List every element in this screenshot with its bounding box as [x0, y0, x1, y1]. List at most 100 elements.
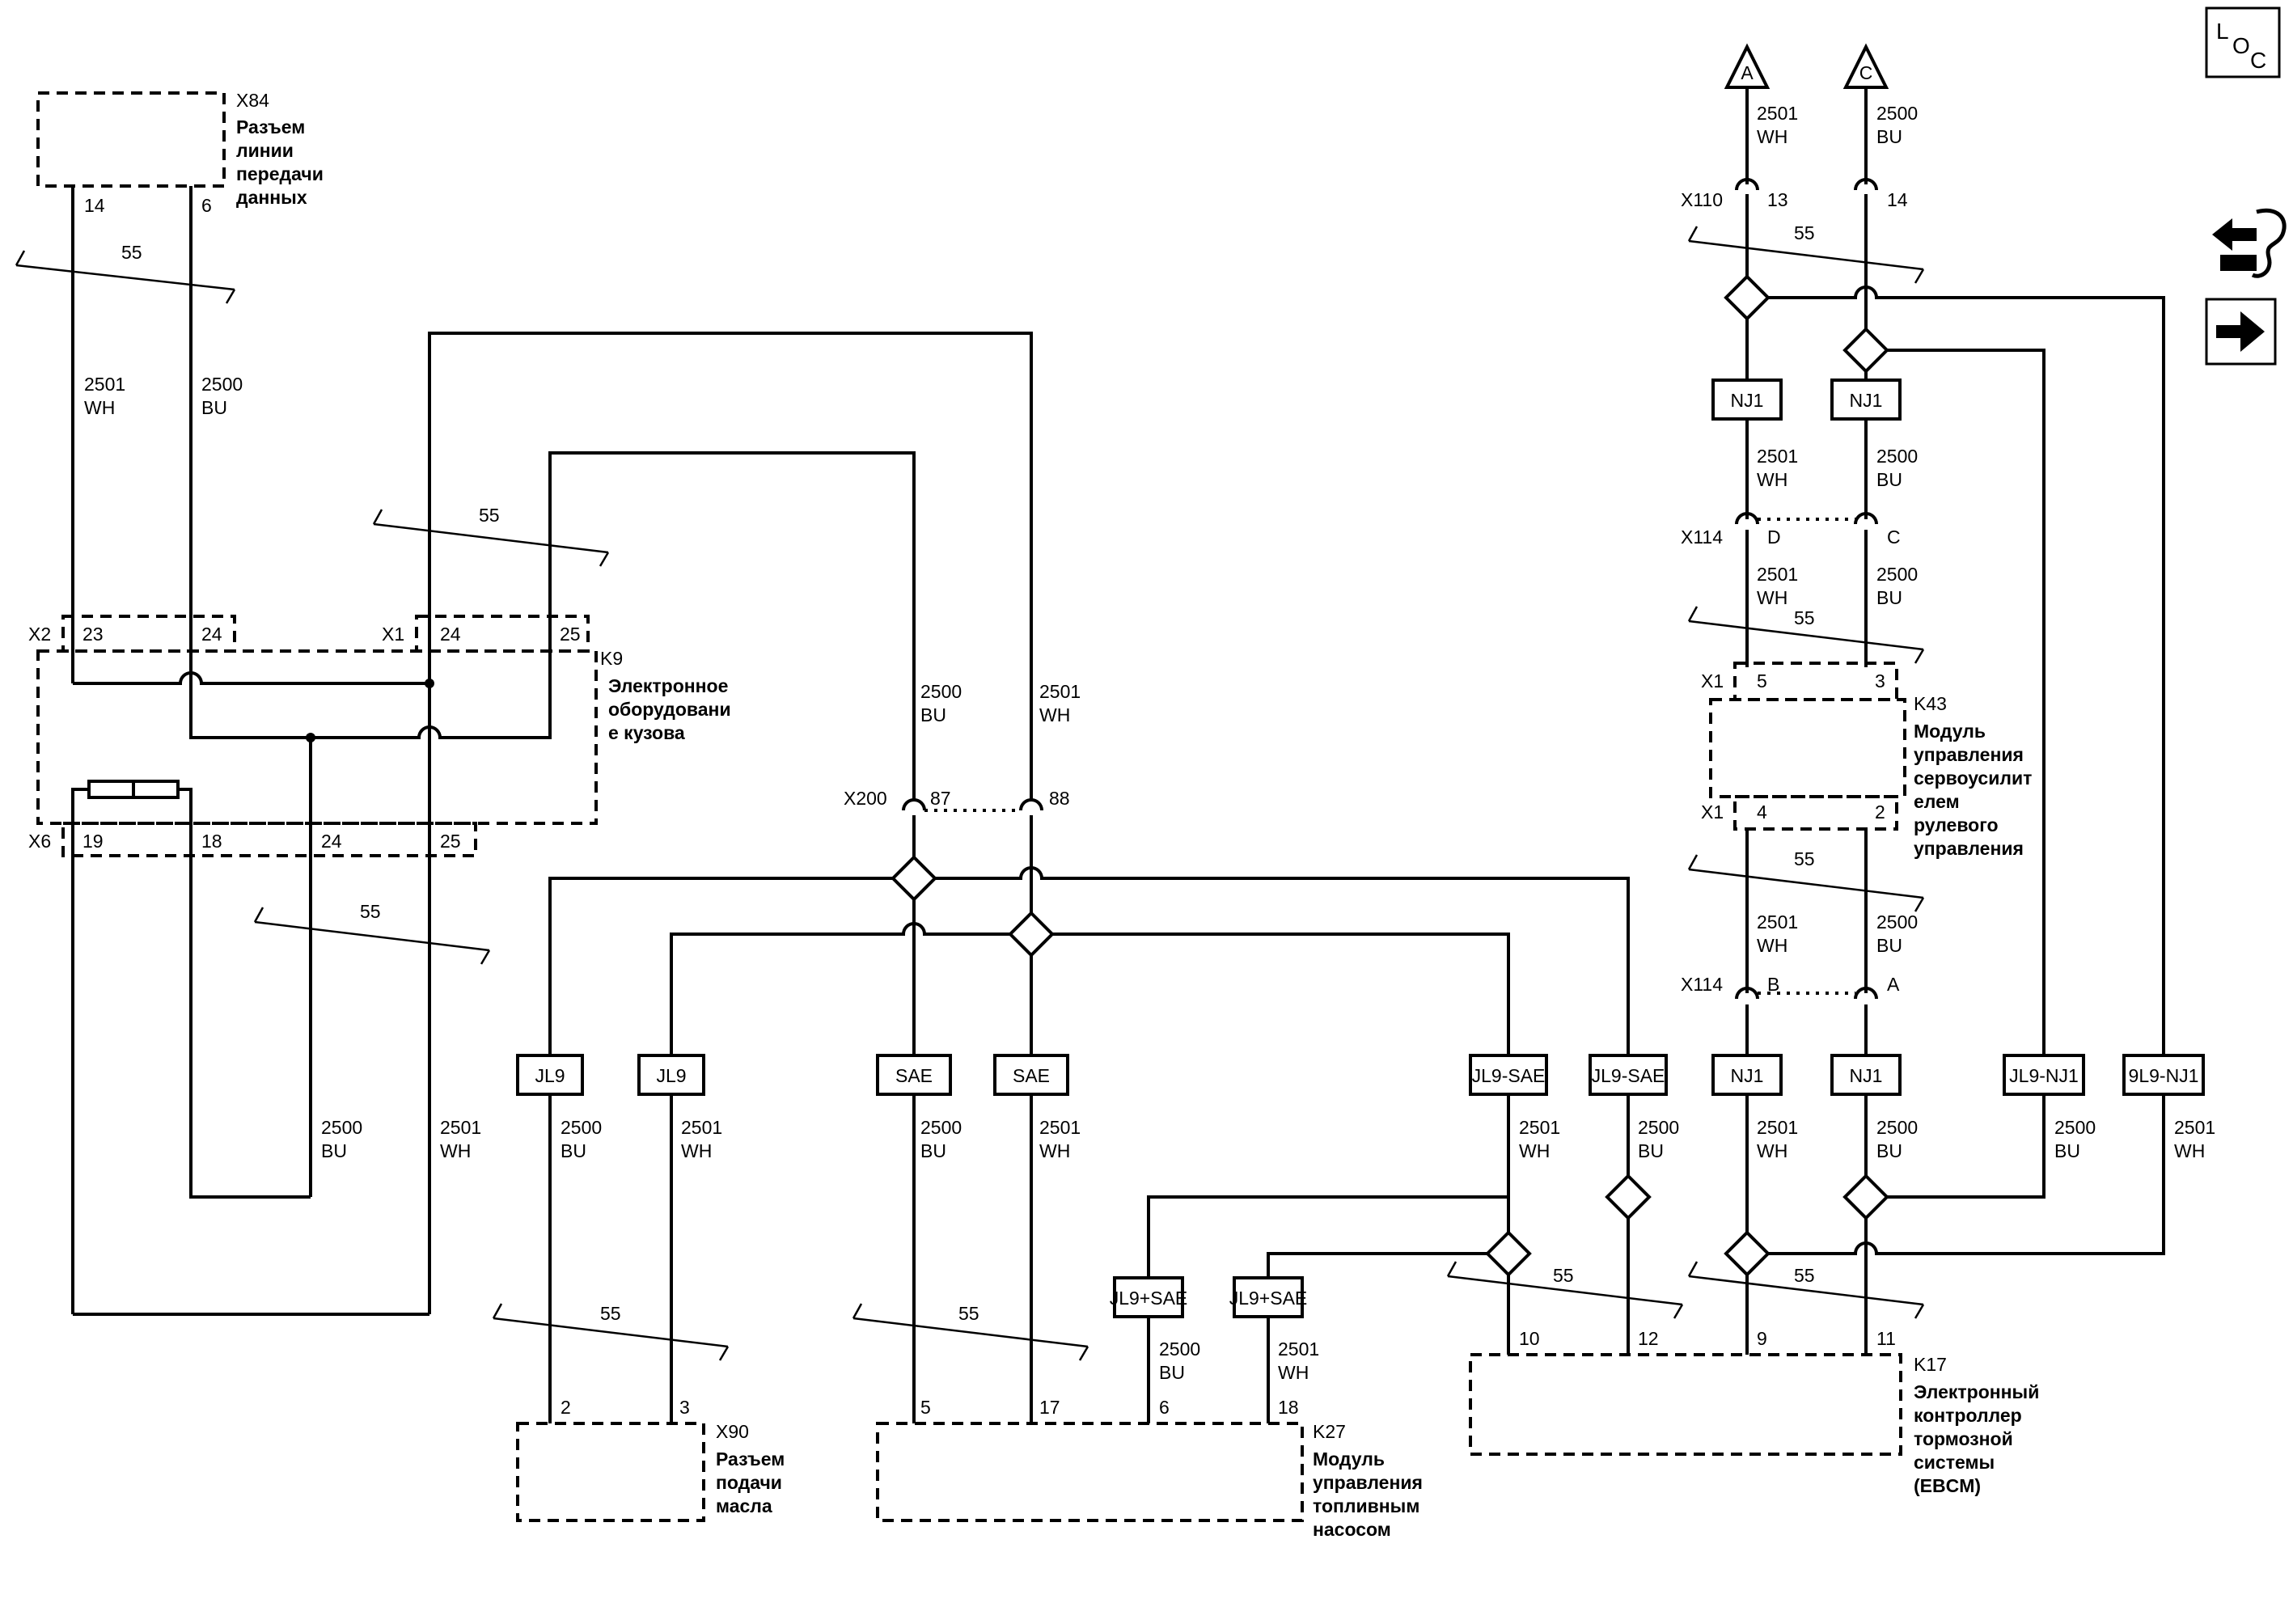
shield-label: 55 [1794, 848, 1815, 869]
x6-pin-24: 24 [321, 831, 342, 852]
x84-name: X84 [236, 90, 269, 111]
wire-color: BU [201, 397, 227, 418]
option-jl9-plus-sae: JL9+SAE [1110, 1288, 1188, 1309]
wire-code: 2500 [1876, 446, 1918, 467]
k9-module [36, 649, 598, 825]
wire-code: 2501 [681, 1117, 722, 1138]
k9-bus-2501 [73, 671, 429, 685]
wire-color: BU [1876, 587, 1902, 608]
x200-pin-88: 88 [1049, 788, 1070, 809]
wire-color: BU [561, 1140, 586, 1161]
wire-code: 2500 [920, 681, 962, 702]
wire-2500-jl9-nj1 [1887, 349, 2046, 1076]
wire-color: BU [920, 704, 946, 725]
k43-desc-6: управления [1914, 838, 2024, 859]
wire-code: 2501 [1757, 1117, 1798, 1138]
k27-desc-4: насосом [1313, 1519, 1391, 1540]
k17-desc-2: контроллер [1914, 1405, 2022, 1426]
x200-pin-87: 87 [930, 788, 951, 809]
shield-55 [493, 1317, 729, 1348]
wire-code: 2501 [1039, 681, 1081, 702]
x1-connector [415, 615, 590, 653]
k17-desc-4: системы [1914, 1452, 1995, 1473]
shield-55 [852, 1317, 1089, 1348]
option-nj1: NJ1 [1731, 390, 1764, 411]
x114-pin-d: D [1767, 527, 1781, 548]
x6-pin-18: 18 [201, 831, 222, 852]
k17-pin-12: 12 [1638, 1328, 1659, 1349]
wire-2501-jl9-nj1 [1768, 285, 2165, 1076]
option-nj1: NJ1 [1850, 1065, 1883, 1086]
k9-bus-2500 [189, 451, 916, 801]
x2-pin-23: 23 [82, 624, 104, 645]
k17-name: K17 [1914, 1354, 1947, 1375]
next-arrow-icon[interactable] [2205, 298, 2277, 366]
k27-pin-18: 18 [1278, 1397, 1299, 1418]
wire-code: 2500 [1876, 1117, 1918, 1138]
option-sae: SAE [895, 1065, 933, 1086]
connector-view-icon[interactable] [2212, 208, 2287, 278]
wire-color: WH [1757, 1140, 1787, 1161]
wire-color: BU [321, 1140, 347, 1161]
k17-pin-9: 9 [1757, 1328, 1767, 1349]
k9-section: X84 Разъем линии передачи данных 14 6 55… [15, 90, 1033, 1316]
k9-name: K9 [600, 648, 623, 669]
splice-diamond [1843, 1174, 1889, 1220]
shield-55 [1688, 1275, 1924, 1306]
wire-code: 2501 [1278, 1339, 1319, 1360]
k17-module [1469, 1353, 1902, 1456]
splice-diamond [1486, 1231, 1531, 1276]
wire-code: 2501 [1757, 564, 1798, 585]
splice-diamond [1009, 911, 1054, 957]
wire-color: WH [1039, 1140, 1070, 1161]
k27-desc-1: Модуль [1313, 1448, 1385, 1470]
k9-desc-3: е кузова [608, 722, 685, 743]
wire-color: WH [1519, 1140, 1550, 1161]
k27-desc-3: топливным [1313, 1495, 1419, 1516]
x84-desc-3: передачи [236, 163, 324, 184]
k43-desc-5: рулевого [1914, 814, 1999, 835]
shield-label: 55 [1794, 222, 1815, 243]
k17-desc-3: тормозной [1914, 1428, 2013, 1449]
x84-pin-6: 6 [201, 195, 212, 216]
x84-pin-14: 14 [84, 195, 105, 216]
x2-connector [61, 615, 236, 653]
k17-desc-5: (EBCM) [1914, 1475, 1981, 1496]
option-jl9: JL9 [535, 1065, 565, 1086]
wire-2501-x1 [428, 332, 1033, 801]
x90-pin-3: 3 [679, 1397, 690, 1418]
splice-diamond [1724, 1231, 1770, 1276]
x1-pin-5: 5 [1757, 670, 1767, 691]
wire-color: BU [1876, 1140, 1902, 1161]
x2-name: X2 [28, 624, 51, 645]
option-jl9-plus-sae: JL9+SAE [1229, 1288, 1308, 1309]
k43-desc-4: елем [1914, 791, 1960, 812]
loc-l: L [2216, 19, 2229, 44]
shield-label: 55 [1553, 1265, 1574, 1286]
x90-desc-3: масла [716, 1495, 772, 1516]
k27-pin-17: 17 [1039, 1397, 1060, 1418]
k27-name: K27 [1313, 1421, 1346, 1442]
wire-code: 2501 [1519, 1117, 1560, 1138]
x110-pin-13: 13 [1767, 189, 1788, 210]
x84-connector [36, 91, 226, 188]
x90-pin-2: 2 [561, 1397, 571, 1418]
wire-code: 2500 [2054, 1117, 2096, 1138]
wire-code: 2501 [1757, 446, 1798, 467]
shield-label: 55 [600, 1303, 621, 1324]
splice-diamond [1606, 1174, 1651, 1220]
x2-pin-24: 24 [201, 624, 222, 645]
splice-diamond [1843, 328, 1889, 373]
x6-connector [61, 822, 477, 857]
shield-55 [373, 522, 609, 554]
wire-color: BU [1876, 469, 1902, 490]
wire-color: WH [1039, 704, 1070, 725]
x6-pin-19: 19 [82, 831, 104, 852]
x6-loop [71, 788, 311, 1314]
terminating-resistor [87, 780, 135, 799]
wire-color: WH [440, 1140, 471, 1161]
loc-icon[interactable]: L O C [2205, 6, 2281, 78]
wire-code: 2500 [201, 374, 243, 395]
wire-code: 2500 [1638, 1117, 1679, 1138]
